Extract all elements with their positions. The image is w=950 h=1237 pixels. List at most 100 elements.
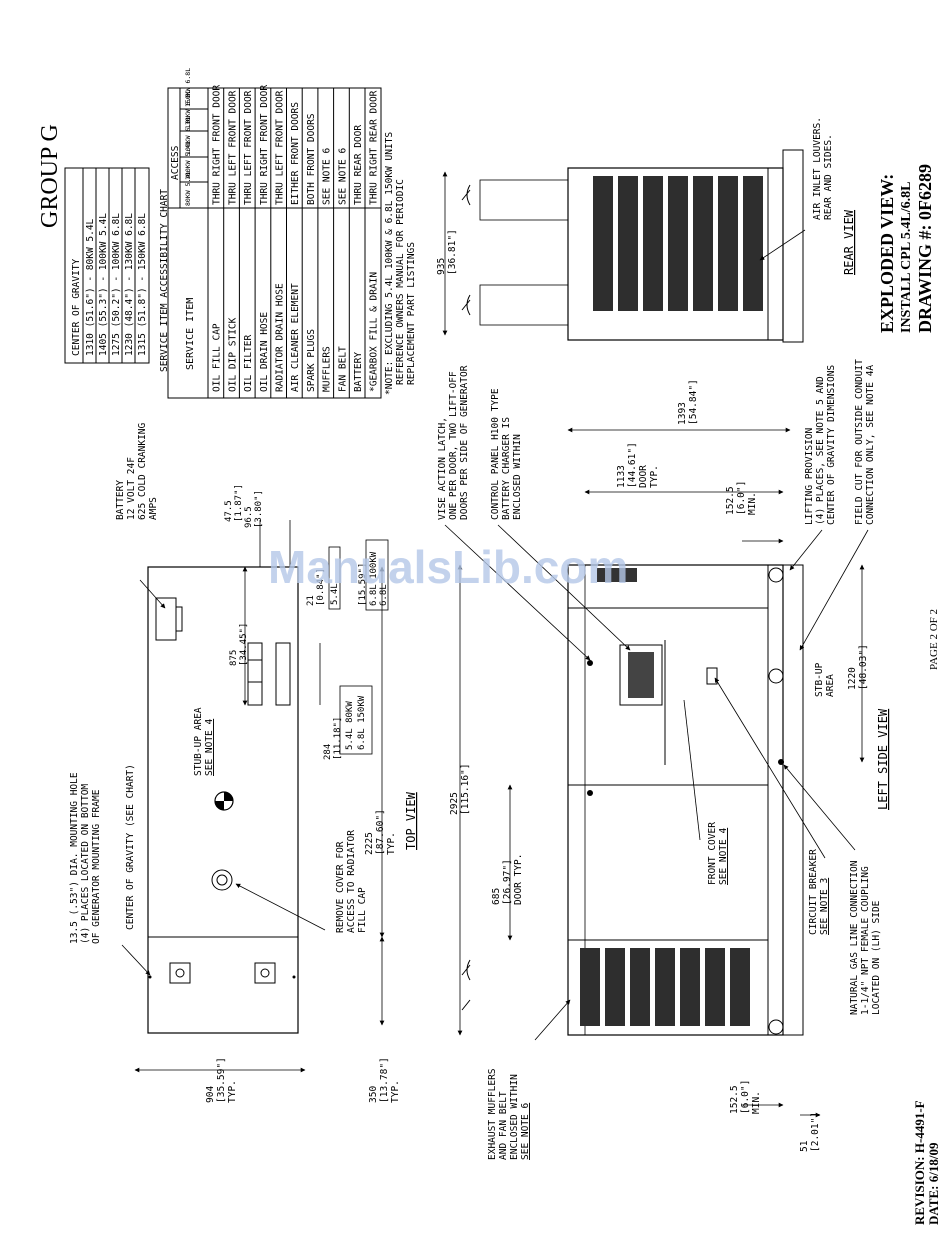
rear-base-frame [782,149,804,343]
stub-up-line-2: SEE NOTE 4 [204,719,215,776]
svg-text:904: 904 [205,1086,216,1103]
front-cover-line-1: FRONT COVER [707,822,718,885]
exhaust-line-3: ENCLOSED WITHIN [509,1074,520,1160]
service-access-cell: THRU LEFT FRONT DOOR [243,90,254,205]
air-inlet-line-1: AIR INLET LOUVERS. [812,117,823,220]
control-panel-line-2: BATTERY CHARGER IS [501,417,512,520]
svg-text:[6.0"]: [6.0"] [740,1080,751,1114]
svg-text:1133: 1133 [616,465,627,488]
control-panel-line-3: ENCLOSED WITHIN [512,434,523,520]
louver-slat [593,176,613,311]
dim-1559-box [365,539,389,611]
svg-text:[44.61"]: [44.61"] [627,442,638,488]
vise-latch-line-1: VISE ACTION LATCH, [437,417,448,520]
louver-slat [693,176,713,311]
dim-350: 350 [13.78"] TYP. [368,1057,401,1103]
exhaust-note: EXHAUST MUFFLERS AND FAN BELT ENCLOSED W… [487,1068,531,1160]
dim-21: 21 [0.84"] [306,568,326,606]
breaker-line-2: SEE NOTE 3 [819,878,830,935]
lifting-line-3: CENTER OF GRAVITY DIMENSIONS [826,365,837,525]
mounting-hole-line-1: 13.5 (.53") DIA. MOUNTING HOLE [69,772,80,944]
service-item-cell: OIL DIP STICK [227,317,238,392]
mounting-hole-line-2: (4) PLACES LOCATED ON BOTTOM [80,784,91,944]
svg-text:96.5: 96.5 [244,506,254,528]
svg-text:DOOR: DOOR [638,465,649,488]
revision-date: DATE: 6/18/09 [926,1142,941,1225]
svg-text:1393: 1393 [677,402,688,425]
louver-slat [718,176,738,311]
svg-text:284: 284 [323,744,333,760]
service-item-cell: OIL FILTER [243,335,254,392]
dim-96-5: 96.5 [3.80"] [244,490,264,528]
access-sub-150kw: 150KW 6.8L [184,68,192,107]
service-item-cell: FAN BELT [337,346,348,392]
svg-text:[34.45"]: [34.45"] [239,623,249,666]
svg-text:21: 21 [306,595,316,606]
svg-text:2925: 2925 [449,792,460,815]
svg-text:[13.78"]: [13.78"] [379,1057,390,1103]
svg-text:[54.84"]: [54.84"] [688,379,699,425]
service-access-cell: THRU RIGHT FRONT DOOR [259,85,270,205]
vise-latch-line-3: DOORS PER SIDE OF GENERATOR [459,365,470,520]
service-item-cell: *GEARBOX FILL & DRAIN [369,272,380,392]
control-panel-line-1: CONTROL PANEL H100 TYPE [490,388,501,520]
svg-text:TYP.: TYP. [386,832,397,855]
svg-text:MIN.: MIN. [751,1091,762,1114]
louver-slat [643,176,663,311]
cog-row: 1230 (48.4") - 130KW 6.8L [124,213,135,356]
service-item-cell: OIL DRAIN HOSE [259,312,270,392]
lifting-provision-note: LIFTING PROVISION (4) PLACES, SEE NOTE 5… [804,365,837,525]
dim-21-box [328,546,341,610]
center-of-gravity-note: CENTER OF GRAVITY (SEE CHART) [125,764,136,930]
service-access-cell: THRU RIGHT REAR DOOR [369,90,380,205]
circuit-breaker-note: CIRCUIT BREAKER SEE NOTE 3 [808,849,830,935]
svg-text:152.5: 152.5 [725,486,736,515]
cog-row: 1315 (51.8") - 150KW 6.8L [137,213,148,356]
service-access-cell: SEE NOTE 6 [337,148,348,205]
dim-1393: 1393 [54.84"] [677,379,699,425]
svg-text:[87.60"]: [87.60"] [375,809,386,855]
svg-text:TYP.: TYP. [227,1080,238,1103]
service-item-cell: SPARK PLUGS [306,329,317,392]
side-stub-up-line-2: AREA [825,674,836,697]
svg-text:[0.84"]: [0.84"] [316,568,326,606]
front-cover-note: FRONT COVER SEE NOTE 4 [707,822,729,885]
svg-text:TYP.: TYP. [649,465,660,488]
svg-text:[26.97"]: [26.97"] [502,859,513,905]
title-line-1: EXPLODED VIEW: [877,174,897,333]
top-view-label: TOP VIEW [404,791,418,850]
title-block: EXPLODED VIEW: INSTALL CPL 5.4L/6.8L DRA… [877,164,935,333]
stub-up-line-1: STUB-UP AREA [193,707,204,776]
service-note-line-1: *NOTE: EXCLUDING 5.4L 100KW & 6.8L 150KW… [384,132,395,395]
svg-text:[11.18"]: [11.18"] [333,717,343,760]
front-cover-line-2: SEE NOTE 4 [718,828,729,885]
remove-cover-note: REMOVE COVER FOR ACCESS TO RADIATOR FILL… [335,830,368,933]
side-stub-up-line-1: STB-UP [814,662,825,697]
stub-up-note: STUB-UP AREA SEE NOTE 4 [193,707,215,776]
mounting-hole-line-3: OF GENERATOR MOUNTING FRAME [91,789,102,944]
breaker-line-1: CIRCUIT BREAKER [808,849,819,935]
svg-text:51: 51 [799,1140,810,1152]
air-inlet-note: AIR INLET LOUVERS. REAR AND SIDES. [812,117,834,220]
cog-table-header: CENTER OF GRAVITY [71,258,82,356]
vise-latch-line-2: ONE PER DOOR, TWO LIFT-OFF [448,371,459,520]
title-line-2: INSTALL CPL 5.4L/6.8L [899,182,914,333]
battery-line-4: AMPS [148,497,159,520]
exhaust-line-1: EXHAUST MUFFLERS [487,1068,498,1160]
service-item-column-header: SERVICE ITEM [185,298,196,370]
group-title: GROUP G [37,124,63,228]
svg-text:[48.03"]: [48.03"] [858,644,869,690]
louver-slat [705,948,725,1026]
rear-view-label: REAR VIEW [842,209,856,275]
service-accessibility-chart: SERVICE ITEM ACCESSIBILITY CHART SERVICE… [159,68,417,399]
mount-pad [169,962,191,984]
svg-text:685: 685 [491,888,502,905]
watermark: ManualsLib.com [268,541,628,593]
louver-top [597,568,637,582]
air-inlet-line-2: REAR AND SIDES. [823,134,834,220]
rear-view: 935 [36.81"] AIR INLET LOUVERS. REAR AND… [436,117,856,343]
gas-line-2: 1-1/4" NPT FEMALE COUPLING [860,866,871,1015]
lifting-line-1: LIFTING PROVISION [804,427,815,525]
battery-note: BATTERY 12 VOLT 24F 625 COLD CRANKING AM… [115,422,159,520]
